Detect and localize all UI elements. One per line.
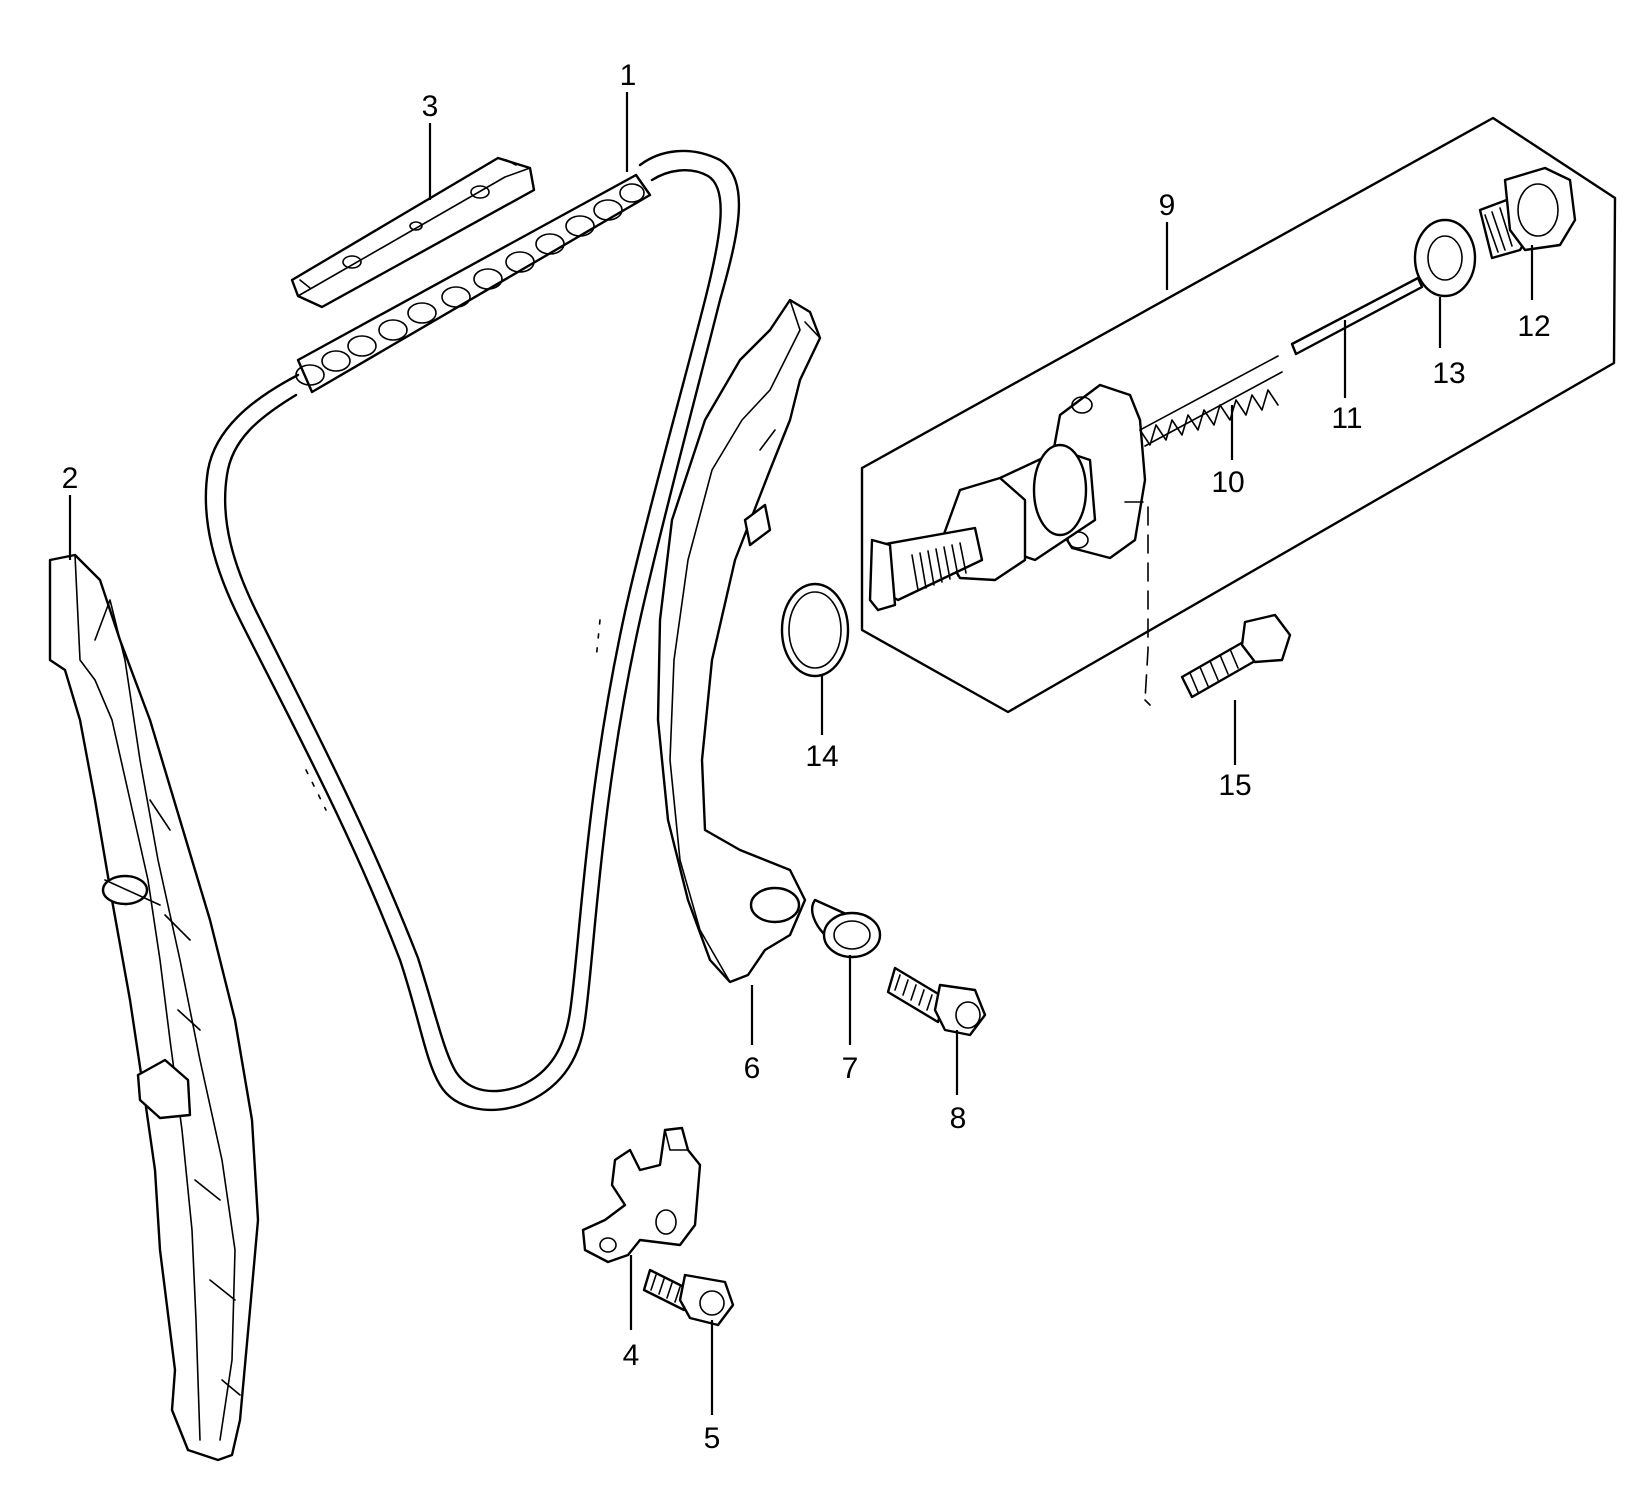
o-ring [780, 582, 850, 678]
callout-3: 3 [422, 90, 439, 123]
cam-chain [204, 149, 741, 1112]
callout-labels: 1 2 3 4 5 6 7 8 9 10 11 12 13 14 15 [62, 59, 1551, 1455]
callout-4: 4 [623, 1339, 640, 1372]
chain-guide-right [656, 298, 822, 984]
bolt-8 [886, 966, 987, 1037]
callout-6: 6 [744, 1052, 761, 1085]
cap-bolt [1478, 166, 1577, 260]
callout-15: 15 [1218, 769, 1251, 802]
callout-9: 9 [1159, 189, 1176, 222]
tensioner-body [868, 383, 1147, 612]
callout-11: 11 [1331, 402, 1362, 435]
pushrod [1290, 276, 1424, 356]
callout-8: 8 [950, 1102, 967, 1135]
callout-10: 10 [1211, 466, 1244, 499]
collar [811, 898, 882, 959]
callout-14: 14 [805, 740, 838, 773]
callout-1: 1 [620, 59, 637, 92]
bracket [581, 1126, 702, 1264]
callout-5: 5 [704, 1422, 721, 1455]
washer [1413, 218, 1477, 298]
chain-links [295, 173, 652, 394]
spring [1139, 355, 1283, 447]
tensioner-bolt [1180, 613, 1292, 699]
callout-12: 12 [1517, 310, 1550, 343]
callout-2: 2 [62, 462, 79, 495]
callout-7: 7 [842, 1052, 859, 1085]
bolt-5 [642, 1268, 735, 1327]
leader-lines [68, 92, 1534, 1415]
chain-guide-plate [290, 156, 536, 309]
tensioner-assembly-box [860, 116, 1617, 714]
chain-guide-left [48, 553, 260, 1462]
callout-13: 13 [1432, 357, 1465, 390]
